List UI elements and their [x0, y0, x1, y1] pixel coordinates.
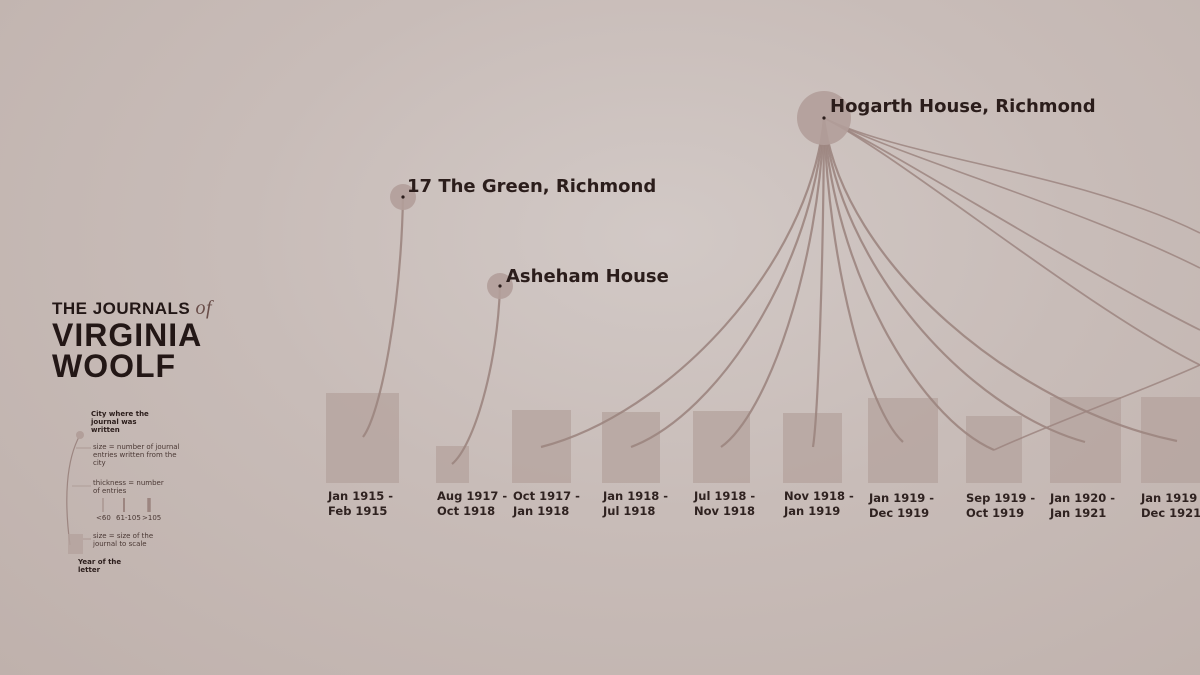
date-label-line: Oct 1919 [966, 506, 1025, 520]
journal-date-label: Jan 1920 -Jan 1921 [1050, 491, 1115, 521]
date-label-line: Aug 1917 - [437, 489, 508, 503]
journal-link [811, 117, 826, 448]
place-label: Hogarth House, Richmond [830, 96, 1096, 117]
date-label-line: Jan 1919 [784, 504, 841, 518]
date-label-line: Jan 1915 - [328, 489, 394, 503]
date-label-line: Dec 1919 [869, 506, 930, 520]
place-label: 17 The Green, Richmond [407, 176, 657, 197]
journal-date-label: Nov 1918 -Jan 1919 [784, 489, 854, 519]
journal-link [822, 117, 995, 452]
legend-link [66, 434, 81, 546]
date-label-line: Oct 1917 - [513, 489, 580, 503]
date-label-line: Jan 1919 - [1141, 491, 1200, 505]
date-label-line: Jan 1921 [1050, 506, 1107, 520]
title-line-2: VIRGINIA [52, 317, 203, 353]
date-label-line: Sep 1919 - [966, 491, 1036, 505]
date-label-line: Jan 1920 - [1050, 491, 1116, 505]
legend-year: Year of the letter [78, 558, 122, 574]
journal-link [822, 117, 904, 443]
date-label-line: Jan 1919 - [869, 491, 935, 505]
date-label-line: Feb 1915 [328, 504, 388, 518]
place-dot [498, 284, 502, 288]
legend-threshold-2: 61-105 [116, 514, 141, 522]
journal-box [783, 413, 842, 483]
journal-link [822, 117, 1086, 444]
date-label-line: Nov 1918 - [784, 489, 854, 503]
journal-date-label: Aug 1917 -Oct 1918 [437, 489, 507, 519]
journal-date-label: Sep 1919 -Oct 1919 [966, 491, 1035, 521]
place-label: Asheham House [506, 266, 669, 287]
journal-box [326, 393, 399, 483]
title-line-1: THE JOURNALS [52, 299, 191, 318]
journal-date-label: Jan 1915 -Feb 1915 [328, 489, 393, 519]
journal-link [823, 117, 1200, 269]
title-line-3: WOOLF [52, 348, 177, 384]
journal-link [823, 117, 1200, 331]
journal-link [823, 117, 1200, 366]
date-label-line: Jul 1918 - [694, 489, 756, 503]
journal-link [822, 117, 1178, 443]
journal-date-label: Jul 1918 -Nov 1918 [694, 489, 755, 519]
title-of: of [195, 297, 213, 319]
legend-bubble [76, 431, 84, 439]
legend-box [68, 534, 83, 554]
legend-city: City where the journal was written [91, 410, 149, 434]
date-label-line: Oct 1918 [437, 504, 496, 518]
journal-date-label: Jan 1919 -Dec 1921 [1141, 491, 1200, 521]
legend-threshold-1: <60 [96, 514, 111, 522]
place-dot [401, 195, 405, 199]
date-label-line: Nov 1918 [694, 504, 756, 518]
journal-date-label: Oct 1917 -Jan 1918 [513, 489, 580, 519]
date-label-line: Jan 1918 [513, 504, 570, 518]
date-label-line: Jul 1918 [603, 504, 656, 518]
date-label-line: Dec 1921 [1141, 506, 1200, 520]
journal-box [602, 412, 660, 483]
title-block: THE JOURNALS of VIRGINIA WOOLF [52, 297, 212, 382]
legend-thickness: thickness = number of entries [93, 479, 164, 495]
place-dot [822, 116, 826, 120]
legend-threshold-3: >105 [142, 514, 162, 522]
journal-link [540, 117, 826, 449]
journal-date-label: Jan 1918 -Jul 1918 [603, 489, 668, 519]
journal-date-label: Jan 1919 -Dec 1919 [869, 491, 934, 521]
legend-size-journal: size = size of the journal to scale [93, 532, 154, 548]
journal-link [720, 117, 826, 448]
journal-link [993, 364, 1200, 451]
journal-link [630, 117, 826, 449]
legend-size-city: size = number of journal entries written… [93, 443, 180, 467]
journal-link [451, 285, 502, 465]
journal-link [823, 117, 1200, 234]
journal-link [362, 196, 405, 438]
date-label-line: Jan 1918 - [603, 489, 669, 503]
